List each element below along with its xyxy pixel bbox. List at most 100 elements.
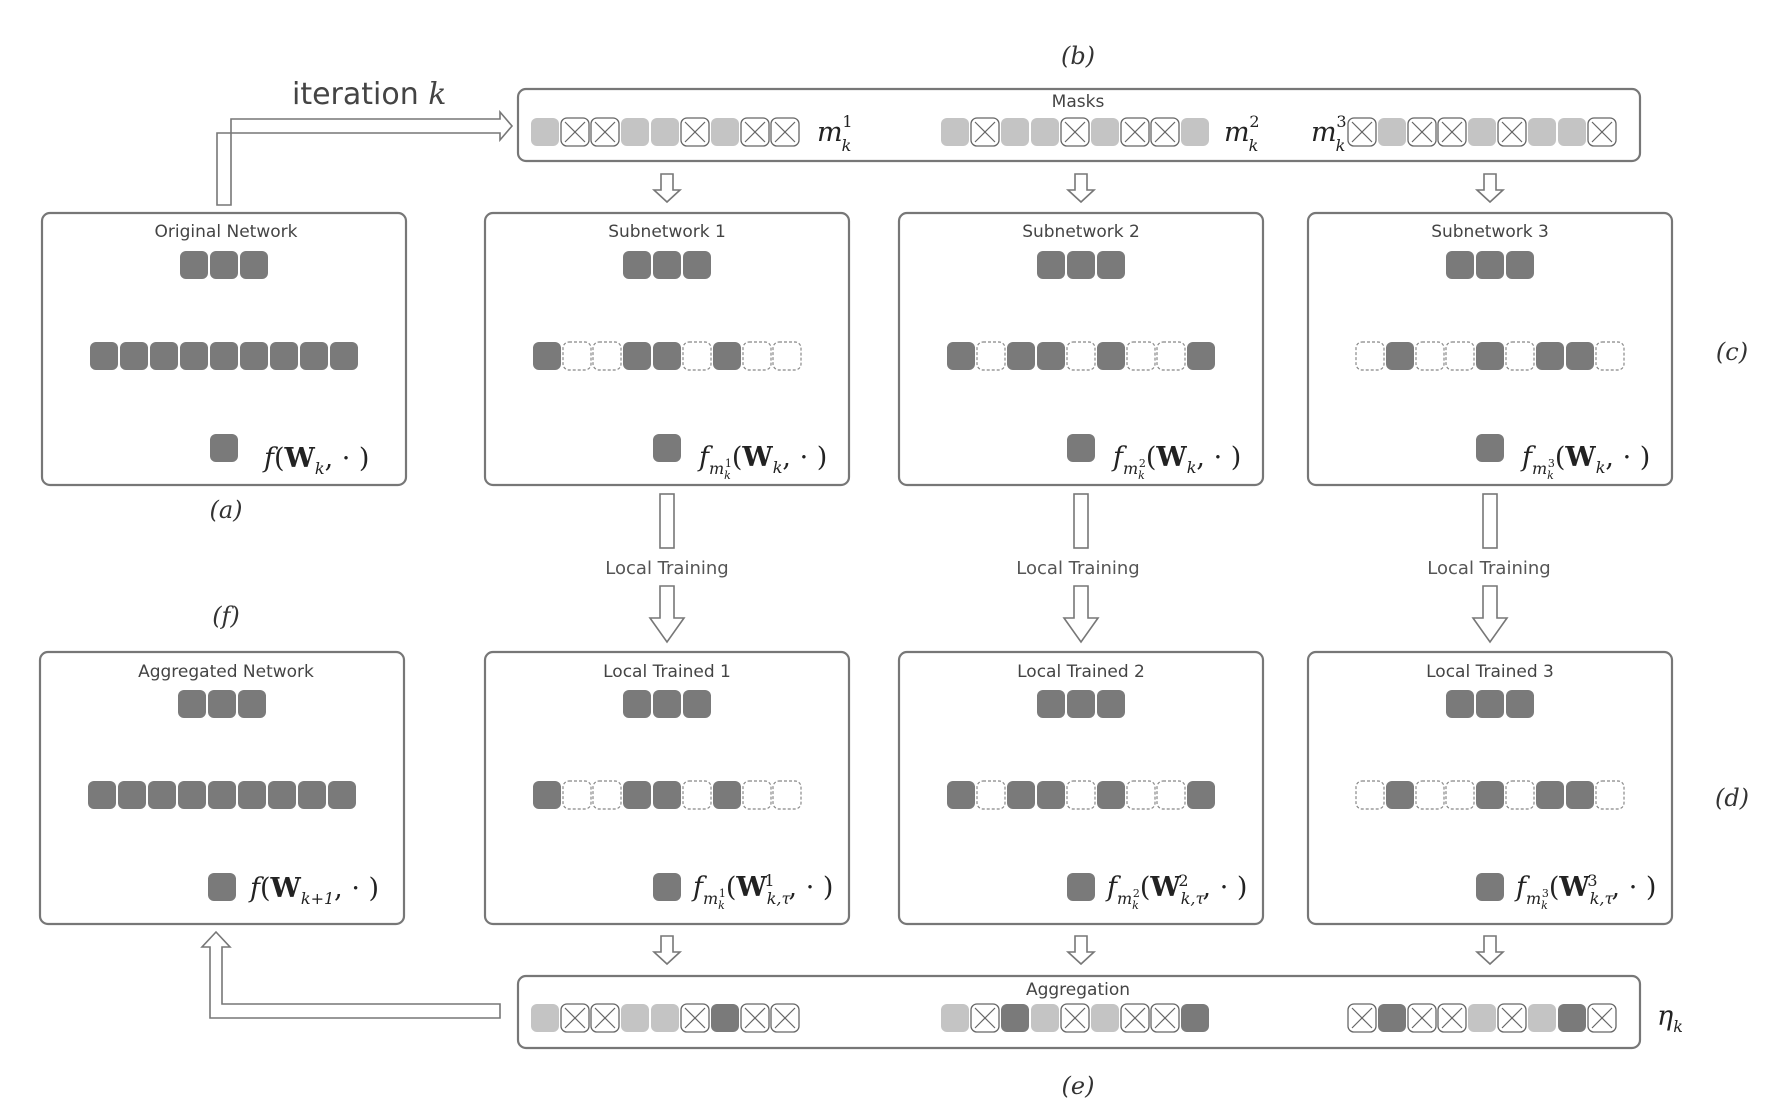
local-trained-3-formula: fmk3(Wk,τ3, · ) — [1514, 871, 1656, 912]
local-trained-2-formula-open: ( — [1140, 872, 1151, 903]
subnetwork-2-formula: fmk2(Wk, · ) — [1111, 442, 1241, 482]
aggregated-hidden-node-3 — [178, 781, 206, 809]
subnetwork-3-hidden-node-0 — [1355, 341, 1385, 371]
aggregation-3-cell-1 — [1378, 1004, 1406, 1032]
local-trained-1-hidden-node-3 — [623, 781, 651, 809]
local-trained-1-title: Local Trained 1 — [603, 662, 731, 682]
subnetwork-formulas: fmk1(Wk, · )fmk2(Wk, · )fmk3(Wk, · )fmk1… — [691, 442, 1656, 912]
mask-2-cell-6-cross-b — [1124, 121, 1146, 143]
aggregation-2-cell-0 — [941, 1004, 969, 1032]
local-trained-1-formula: fmk1(Wk,τ1, · ) — [691, 871, 833, 912]
aggregated-hidden-node-7 — [298, 781, 326, 809]
subnetwork-1-formula: fmk1(Wk, · ) — [697, 442, 827, 482]
subnetwork-3-title: Subnetwork 3 — [1431, 222, 1549, 242]
local-trained-1-input-node — [653, 873, 681, 901]
subnetwork-1-hidden-node-7 — [742, 341, 772, 371]
subnetwork-1-hidden-node-5 — [682, 341, 712, 371]
aggregated-formula-W: W — [270, 873, 302, 904]
local-trained-2-output-node-2 — [1097, 690, 1125, 718]
local-trained-1-output-node-2 — [683, 690, 711, 718]
local-trained-1-formula-m-sup: 1 — [719, 887, 726, 900]
local-trained-1-hidden-node-4 — [653, 781, 681, 809]
local-trained-3-hidden-node-3 — [1445, 780, 1475, 810]
iteration-label: iteration k — [292, 77, 446, 112]
subnetwork-1-formula-W: W — [741, 442, 773, 473]
label-b: (b) — [1061, 42, 1095, 70]
subnetwork-1-formula-open: ( — [732, 442, 743, 473]
local-training-label-1: Local Training — [605, 558, 728, 579]
original-hidden-node-4 — [210, 342, 238, 370]
mask-3-cell-6 — [1528, 118, 1556, 146]
mask-label-1-sup: 1 — [842, 112, 852, 131]
local-trained-2-formula-W-sub: k,τ — [1181, 889, 1206, 908]
local-trained-3-formula-m-sub: k — [1541, 899, 1548, 912]
trained-to-aggregation-arrow-3 — [1474, 935, 1506, 966]
local-trained-2-formula-m: m — [1117, 889, 1132, 908]
arrows-layer — [200, 109, 1509, 1019]
aggregation-1-cell-5-cross-b — [684, 1007, 706, 1029]
subnetwork-1-title: Subnetwork 1 — [608, 222, 726, 242]
local-trained-2-formula-rest: , · ) — [1203, 872, 1248, 903]
aggregated-hidden-node-5 — [238, 781, 266, 809]
local-trained-3-title: Local Trained 3 — [1426, 662, 1554, 682]
aggregation-2-cell-2 — [1001, 1004, 1029, 1032]
local-trained-2-hidden-node-8 — [1187, 781, 1215, 809]
aggregation-3-cell-3-cross-b — [1441, 1007, 1463, 1029]
subnetwork-2-title: Subnetwork 2 — [1022, 222, 1140, 242]
local-trained-2-hidden-node-5 — [1097, 781, 1125, 809]
mask-label-2-sub: k — [1249, 136, 1259, 155]
subnetwork-1-output-node-0 — [623, 251, 651, 279]
mask-1-cell-8-cross-b — [774, 121, 796, 143]
subnetwork-3-formula-m-sub: k — [1547, 469, 1554, 482]
iteration-arrow — [216, 109, 514, 206]
mask-3-cell-8-cross-b — [1591, 121, 1613, 143]
mask-to-subnetwork-arrow-3 — [1474, 173, 1506, 204]
local-trained-2-formula-m-sup: 2 — [1133, 887, 1140, 900]
aggregated-network-title: Aggregated Network — [138, 662, 314, 682]
mask-2-cell-3 — [1031, 118, 1059, 146]
local-trained-2-formula-W: W — [1149, 872, 1181, 903]
subnetwork-3-hidden-node-2 — [1415, 341, 1445, 371]
mask-label-1-sub: k — [842, 136, 852, 155]
mask-1-cell-1-cross-b — [564, 121, 586, 143]
training-shaft-3 — [1482, 493, 1498, 549]
mask-3-cell-4 — [1468, 118, 1496, 146]
nodes-layer — [88, 117, 1625, 1033]
local-trained-3-hidden-node-8 — [1595, 780, 1625, 810]
subnetwork-3-formula-open: ( — [1555, 442, 1566, 473]
local-trained-3-formula-m-sup: 3 — [1542, 887, 1549, 900]
local-trained-1-formula-W: W — [735, 872, 767, 903]
subnetwork-2-hidden-node-3 — [1037, 342, 1065, 370]
subnetwork-1-formula-m-sub: k — [724, 469, 731, 482]
aggregation-3-cell-8-cross-b — [1591, 1007, 1613, 1029]
local-trained-2-hidden-node-2 — [1007, 781, 1035, 809]
subnetwork-1-output-node-1 — [653, 251, 681, 279]
local-trained-2-hidden-node-0 — [947, 781, 975, 809]
eta-subscript: k — [1673, 1017, 1683, 1036]
local-trained-1-hidden-node-1 — [562, 780, 592, 810]
mask-1-cell-3 — [621, 118, 649, 146]
mask-2-cell-8 — [1181, 118, 1209, 146]
local-trained-3-formula-W-sup: 3 — [1587, 871, 1597, 890]
aggregated-hidden-node-2 — [148, 781, 176, 809]
mask-3-cell-2-cross-b — [1411, 121, 1433, 143]
original-output-node-0 — [180, 251, 208, 279]
training-shaft-1 — [659, 493, 675, 549]
aggregation-1-cell-0 — [531, 1004, 559, 1032]
subnetwork-3-output-node-0 — [1446, 251, 1474, 279]
subnetwork-1-hidden-node-0 — [533, 342, 561, 370]
local-trained-1-hidden-node-8 — [772, 780, 802, 810]
local-trained-1-hidden-node-2 — [592, 780, 622, 810]
aggregation-2-cell-8 — [1181, 1004, 1209, 1032]
mask-3-cell-7 — [1558, 118, 1586, 146]
aggregation-2-cell-1-cross-b — [974, 1007, 996, 1029]
subnetwork-3-hidden-node-3 — [1445, 341, 1475, 371]
label-e: (e) — [1062, 1072, 1095, 1100]
subnetwork-3-output-node-2 — [1506, 251, 1534, 279]
subnetwork-2-hidden-node-6 — [1126, 341, 1156, 371]
aggregation-1-cell-8-cross-b — [774, 1007, 796, 1029]
subnetwork-3-hidden-node-1 — [1386, 342, 1414, 370]
aggregation-1-cell-3 — [621, 1004, 649, 1032]
local-trained-2-formula-W-sup: 2 — [1178, 871, 1188, 890]
original-formula-open: ( — [274, 443, 285, 474]
